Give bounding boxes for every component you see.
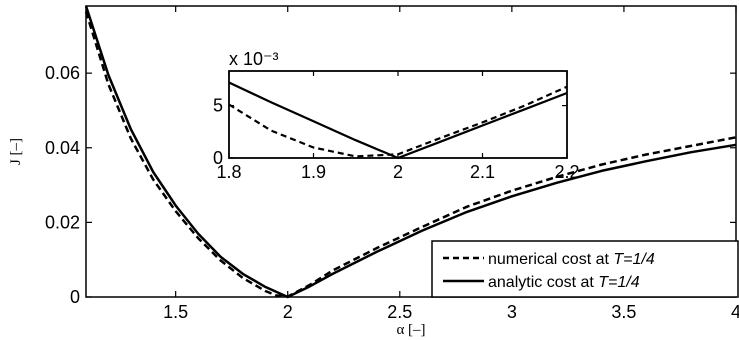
main-series-line-solid — [84, 5, 737, 299]
legend: numerical cost at T=1/4 analytic cost at… — [431, 240, 739, 298]
legend-box — [431, 240, 739, 298]
main-x-tick-label: 3.5 — [611, 302, 636, 322]
inset-x-tick-label: 1.8 — [216, 162, 241, 182]
main-x-tick-label: 1.5 — [163, 302, 188, 322]
inset-scale-label: x 10⁻³ — [229, 49, 279, 69]
inset-x-tick-label: 2 — [393, 162, 403, 182]
main-x-tick-label: 2 — [283, 302, 293, 322]
inset-x-tick-label: 2.2 — [554, 162, 579, 182]
main-axes-frame — [85, 5, 737, 298]
legend-label-numerical: numerical cost at T=1/4 — [488, 251, 655, 268]
main-y-tick-label: 0.06 — [45, 63, 80, 83]
main-x-tick-label: 2.5 — [387, 302, 412, 322]
inset-background — [229, 71, 567, 158]
main-x-tick-label: 3 — [507, 302, 517, 322]
x-axis-label: α [–] — [396, 322, 425, 338]
inset-plot: 1.8 1.9 2 2.1 2.2 0 5 x 10⁻³ — [213, 49, 580, 182]
inset-x-tick-label: 2.1 — [470, 162, 495, 182]
inset-y-tick-label: 5 — [213, 96, 223, 116]
inset-y-tick-label: 0 — [213, 148, 223, 168]
legend-label-analytic: analytic cost at T=1/4 — [488, 274, 640, 291]
main-y-tick-label: 0.02 — [45, 212, 80, 232]
main-x-tick-label: 4 — [731, 302, 739, 322]
inset-x-tick-label: 1.9 — [301, 162, 326, 182]
y-axis-label: J [–] — [8, 138, 24, 165]
main-y-tick-label: 0 — [70, 287, 80, 307]
main-y-tick-label: 0.04 — [45, 138, 80, 158]
